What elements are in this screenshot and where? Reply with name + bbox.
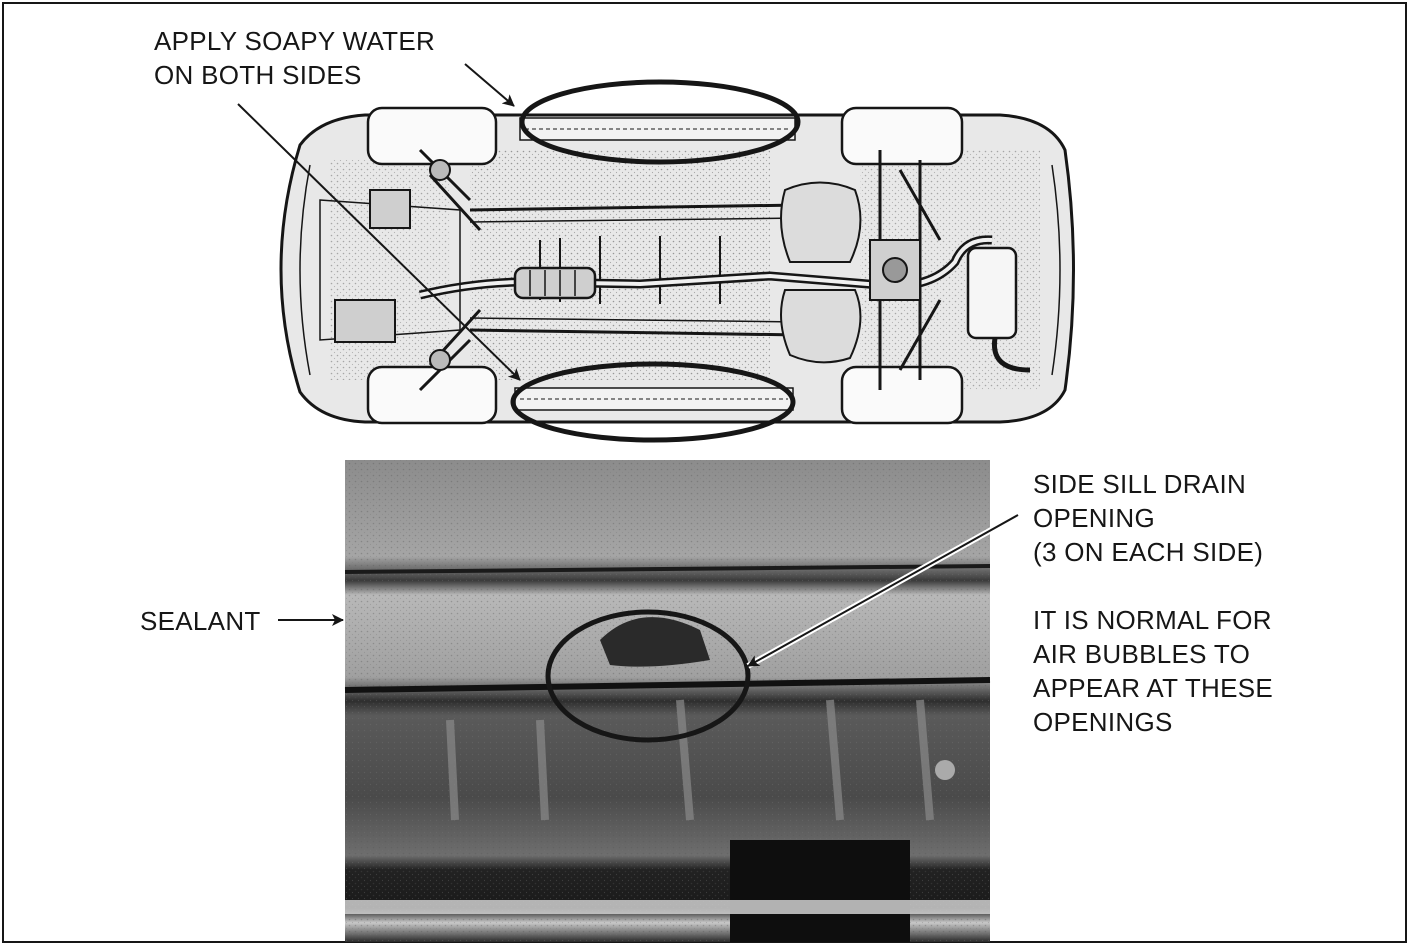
air-bubbles-line-2: AIR BUBBLES TO xyxy=(1033,639,1251,669)
air-bubbles-line-4: OPENINGS xyxy=(1033,707,1173,737)
soapy-water-label: APPLY SOAPY WATER ON BOTH SIDES xyxy=(154,24,435,92)
left-sill-highlight-circle xyxy=(519,79,801,165)
sealant-text: SEALANT xyxy=(140,606,261,636)
drain-opening-line-1: SIDE SILL DRAIN xyxy=(1033,469,1247,499)
muffler xyxy=(966,246,1018,340)
drain-opening-label: SIDE SILL DRAIN OPENING (3 ON EACH SIDE) xyxy=(1033,467,1263,569)
drain-opening-line-3: (3 ON EACH SIDE) xyxy=(1033,537,1264,567)
catalytic-converter xyxy=(513,266,597,300)
side-sill-photo xyxy=(344,460,991,942)
drain-opening-line-2: OPENING xyxy=(1033,503,1156,533)
drain-opening-arrow xyxy=(747,514,1019,667)
sealant-label: SEALANT xyxy=(140,604,261,638)
air-bubbles-note: IT IS NORMAL FOR AIR BUBBLES TO APPEAR A… xyxy=(1033,603,1273,739)
soapy-water-arrow-top xyxy=(464,63,515,107)
air-bubbles-line-1: IT IS NORMAL FOR xyxy=(1033,605,1272,635)
soapy-water-line-1: APPLY SOAPY WATER xyxy=(154,26,436,56)
right-sill-highlight-circle xyxy=(510,361,796,443)
soapy-water-line-2: ON BOTH SIDES xyxy=(154,60,362,90)
fuel-tank xyxy=(780,181,862,364)
front-left-wheel xyxy=(366,106,498,166)
air-bubbles-line-3: APPEAR AT THESE xyxy=(1033,673,1274,703)
rear-right-wheel xyxy=(840,365,964,425)
front-right-wheel xyxy=(366,365,498,425)
soapy-water-arrow-bottom xyxy=(237,103,521,381)
drain-opening-circle xyxy=(545,609,751,743)
rear-left-wheel xyxy=(840,106,964,166)
car-underbody-illustration xyxy=(279,106,1075,425)
